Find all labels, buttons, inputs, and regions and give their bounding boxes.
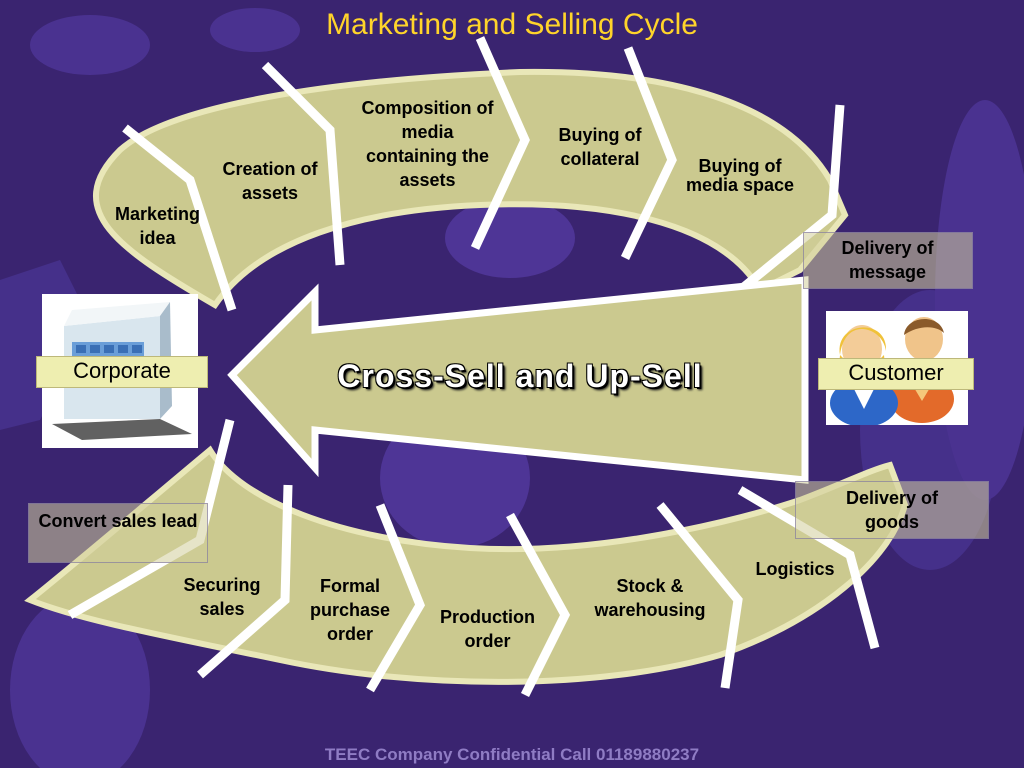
- footer-text: TEEC Company Confidential Call 011898802…: [324, 745, 700, 764]
- step-delivery-of-goods: Delivery of goods: [845, 488, 939, 532]
- step-stock-warehousing: Stock & warehousing: [594, 576, 706, 620]
- convert-sales-lead-box: [28, 503, 208, 563]
- step-buying-of-collateral: Buying of collateral: [558, 125, 642, 169]
- step-logistics: Logistics: [755, 559, 835, 579]
- step-securing-sales: Securing sales: [183, 575, 261, 619]
- step-formal-purchase-order: Formal purchase order: [309, 576, 391, 644]
- step-convert-sales-lead: Convert sales lead: [38, 511, 198, 531]
- delivery-of-goods-box: [795, 481, 989, 539]
- top-chevrons: [122, 36, 845, 312]
- bg-blob: [10, 595, 150, 768]
- step-marketing-idea: Marketing idea: [114, 204, 201, 248]
- bottom-ribbon: [24, 445, 909, 685]
- bg-blob: [445, 198, 575, 278]
- step-production-order: Production order: [440, 607, 535, 651]
- bg-blob: [30, 15, 150, 75]
- step-creation-of-assets: Creation of assets: [222, 159, 318, 203]
- bg-blob: [210, 8, 300, 52]
- delivery-of-message-box: [803, 232, 973, 289]
- corporate-label: Corporate: [36, 356, 208, 388]
- customer-label: Customer: [818, 358, 974, 390]
- page-title: Marketing and Selling Cycle: [326, 8, 698, 41]
- step-buying-of-media-space: Buying of media space: [685, 156, 795, 195]
- step-composition-of-media: Composition of media containing the asse…: [361, 98, 494, 190]
- center-arrow-label: Cross-Sell and Up-Sell: [337, 358, 703, 394]
- center-arrow-shape: [227, 276, 809, 484]
- step-delivery-of-message: Delivery of message: [841, 238, 934, 282]
